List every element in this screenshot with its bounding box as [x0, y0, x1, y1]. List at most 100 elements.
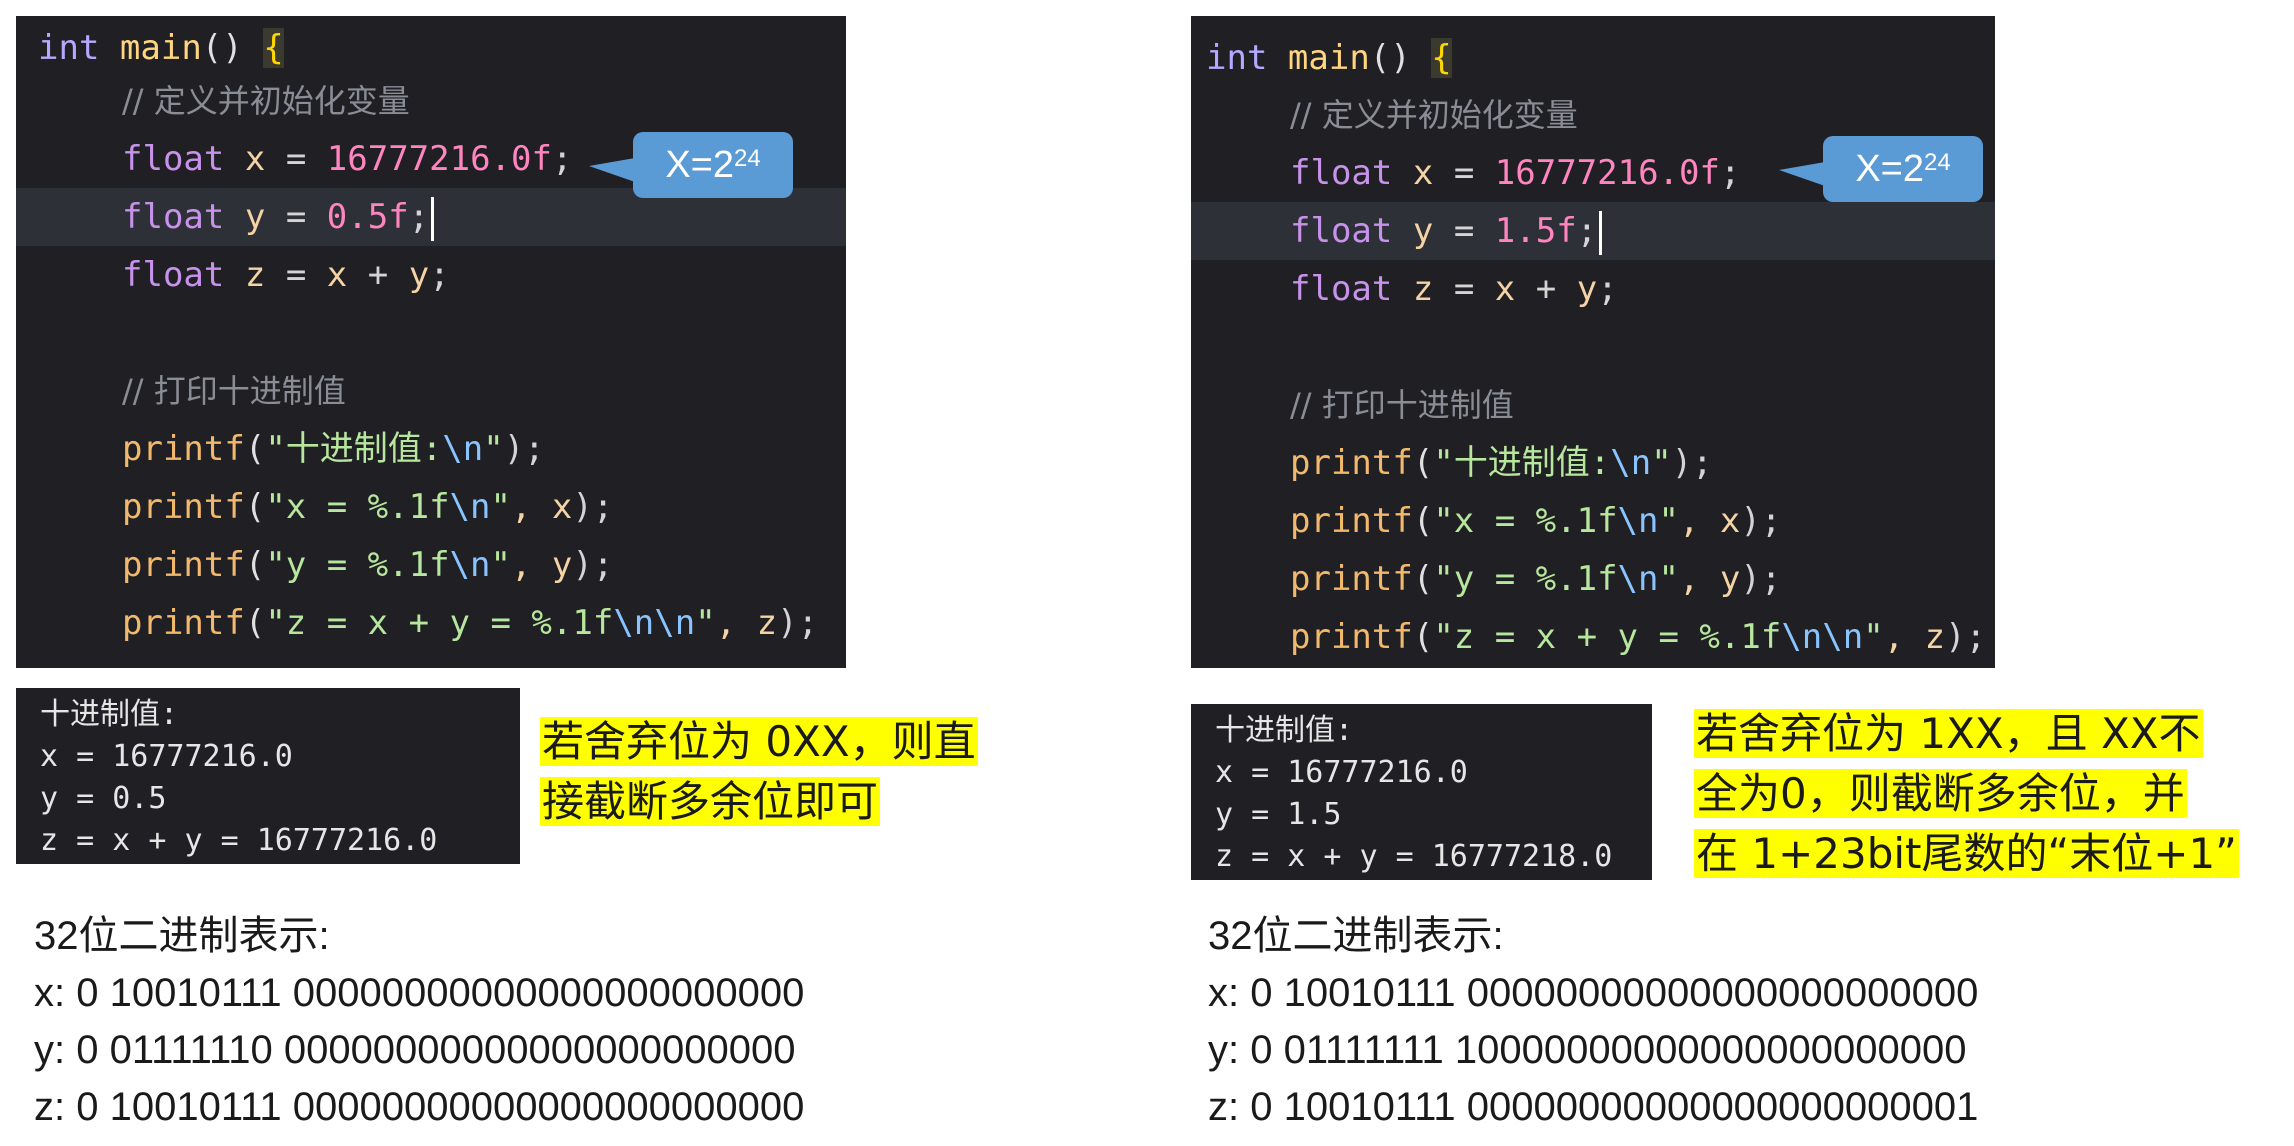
binary-representation-right: 32位二进制表示: x: 0 10010111 0000000000000000… — [1208, 908, 1978, 1136]
printf-call: printf — [1290, 501, 1413, 541]
arg: , x — [510, 487, 573, 527]
binary-x: x: 0 10010111 00000000000000000000000 — [1208, 971, 1979, 1015]
terminal-line: z = x + y = 16777216.0 — [40, 823, 438, 858]
semicolon: ; — [551, 139, 573, 179]
terminal-output-left: 十进制值: x = 16777216.0 y = 0.5 z = x + y =… — [16, 688, 520, 864]
op-plus: + — [1535, 269, 1557, 309]
code-line-main: int main() { — [1206, 16, 1995, 86]
quote: " — [1658, 501, 1679, 541]
keyword-int: int — [38, 28, 100, 68]
code-line-printf: printf("十进制值:\n"); — [1290, 443, 1713, 483]
close-call: ); — [503, 429, 545, 469]
comment: // 定义并初始化变量 — [1290, 96, 1578, 134]
open-brace: { — [1431, 38, 1452, 78]
text-cursor — [431, 196, 435, 241]
x-value: 16777216.0f — [1494, 153, 1720, 193]
var-x: x — [326, 255, 348, 295]
code-line-comment: // 打印十进制值 — [1206, 376, 1995, 434]
code-line-z-decl: float z = x + y; — [38, 246, 846, 304]
comment: // 打印十进制值 — [122, 372, 346, 410]
code-editor-left[interactable]: int main() { // 定义并初始化变量 float x = 16777… — [16, 16, 846, 668]
close-call: ); — [572, 545, 614, 585]
op-equals: = — [285, 139, 307, 179]
printf-call: printf — [122, 487, 245, 527]
printf-call: printf — [122, 429, 245, 469]
function-name: main — [119, 28, 202, 68]
close-call: ); — [777, 603, 819, 643]
keyword-float: float — [122, 255, 225, 295]
var-y: y — [244, 197, 266, 237]
code-line-blank — [1206, 318, 1995, 376]
code-line-comment: // 定义并初始化变量 — [1206, 86, 1995, 144]
terminal-line: 十进制值: — [1215, 713, 1354, 748]
semicolon: ; — [1597, 269, 1618, 309]
keyword-int: int — [1206, 38, 1268, 78]
code-editor-right[interactable]: int main() { // 定义并初始化变量 float x = 16777… — [1191, 16, 1995, 668]
semicolon: ; — [408, 197, 430, 237]
string-literal: "十进制值: — [265, 429, 443, 469]
comment: // 打印十进制值 — [1290, 386, 1514, 424]
binary-y: y: 0 01111110 00000000000000000000000 — [34, 1028, 796, 1072]
note-line: 全为0，则截断多余位，并 — [1694, 769, 2187, 818]
quote: " — [483, 429, 504, 469]
code-line-comment: // 定义并初始化变量 — [38, 72, 846, 130]
code-line-z-decl: float z = x + y; — [1206, 260, 1995, 318]
escape-seq: \n — [1610, 443, 1652, 483]
code-line-y-decl-active[interactable]: float y = 1.5f; — [1191, 202, 1995, 260]
callout-exponent: 24 — [1923, 149, 1951, 176]
binary-y: y: 0 01111111 10000000000000000000000 — [1208, 1028, 1967, 1072]
note-line: 在 1+23bit尾数的“末位+1” — [1694, 829, 2239, 878]
callout-base: X=2 — [1855, 147, 1924, 190]
callout-base: X=2 — [665, 143, 734, 186]
op-equals: = — [285, 197, 307, 237]
code-line-x-decl: float x = 16777216.0f; — [1206, 144, 1995, 202]
string-literal: "十进制值: — [1433, 443, 1611, 483]
binary-title: 32位二进制表示: — [1208, 914, 1504, 958]
callout-tail — [1779, 162, 1825, 186]
code-line-printf: printf("十进制值:\n"); — [122, 429, 545, 469]
binary-title: 32位二进制表示: — [34, 914, 330, 958]
callout-tail — [589, 158, 635, 182]
terminal-line: y = 0.5 — [40, 781, 167, 816]
open-brace: { — [263, 28, 284, 68]
var-x: x — [1494, 269, 1516, 309]
escape-seq: \n — [442, 429, 484, 469]
op-equals: = — [285, 255, 307, 295]
code-line-printf: printf("x = %.1f\n", x); — [122, 487, 614, 527]
code-line-printf: printf("y = %.1f\n", y); — [1290, 559, 1782, 599]
code-line-printf: printf("x = %.1f\n", x); — [1290, 501, 1782, 541]
arg: , x — [1678, 501, 1741, 541]
escape-seq: \n\n — [1781, 617, 1864, 657]
quote: " — [490, 487, 511, 527]
code-line-printf: printf("y = %.1f\n", y); — [122, 545, 614, 585]
escape-seq: \n — [449, 487, 491, 527]
x-value: 16777216.0f — [326, 139, 552, 179]
arg: , y — [1678, 559, 1741, 599]
quote: " — [1651, 443, 1672, 483]
string-literal: "z = x + y = %.1f — [1433, 617, 1782, 657]
code-line-printf: printf("z = x + y = %.1f\n\n", z); — [122, 603, 819, 643]
escape-seq: \n — [449, 545, 491, 585]
callout-exponent: 24 — [733, 145, 761, 172]
var-z: z — [1412, 269, 1434, 309]
arg: , y — [510, 545, 573, 585]
escape-seq: \n — [1617, 559, 1659, 599]
printf-call: printf — [1290, 559, 1413, 599]
comment: // 定义并初始化变量 — [122, 82, 410, 120]
y-value: 0.5f — [326, 197, 409, 237]
var-y: y — [1412, 211, 1434, 251]
string-literal: "y = %.1f — [1433, 559, 1618, 599]
var-z: z — [244, 255, 266, 295]
binary-z: z: 0 10010111 00000000000000000000000 — [34, 1085, 805, 1129]
op-equals: = — [1453, 211, 1475, 251]
quote: " — [695, 603, 716, 643]
quote: " — [1863, 617, 1884, 657]
binary-representation-left: 32位二进制表示: x: 0 10010111 0000000000000000… — [34, 908, 804, 1136]
code-line-main: int main() { — [38, 16, 846, 72]
parens: () — [1369, 38, 1411, 78]
keyword-float: float — [1290, 153, 1393, 193]
close-call: ); — [1740, 559, 1782, 599]
printf-call: printf — [122, 545, 245, 585]
terminal-line: x = 16777216.0 — [40, 739, 293, 774]
